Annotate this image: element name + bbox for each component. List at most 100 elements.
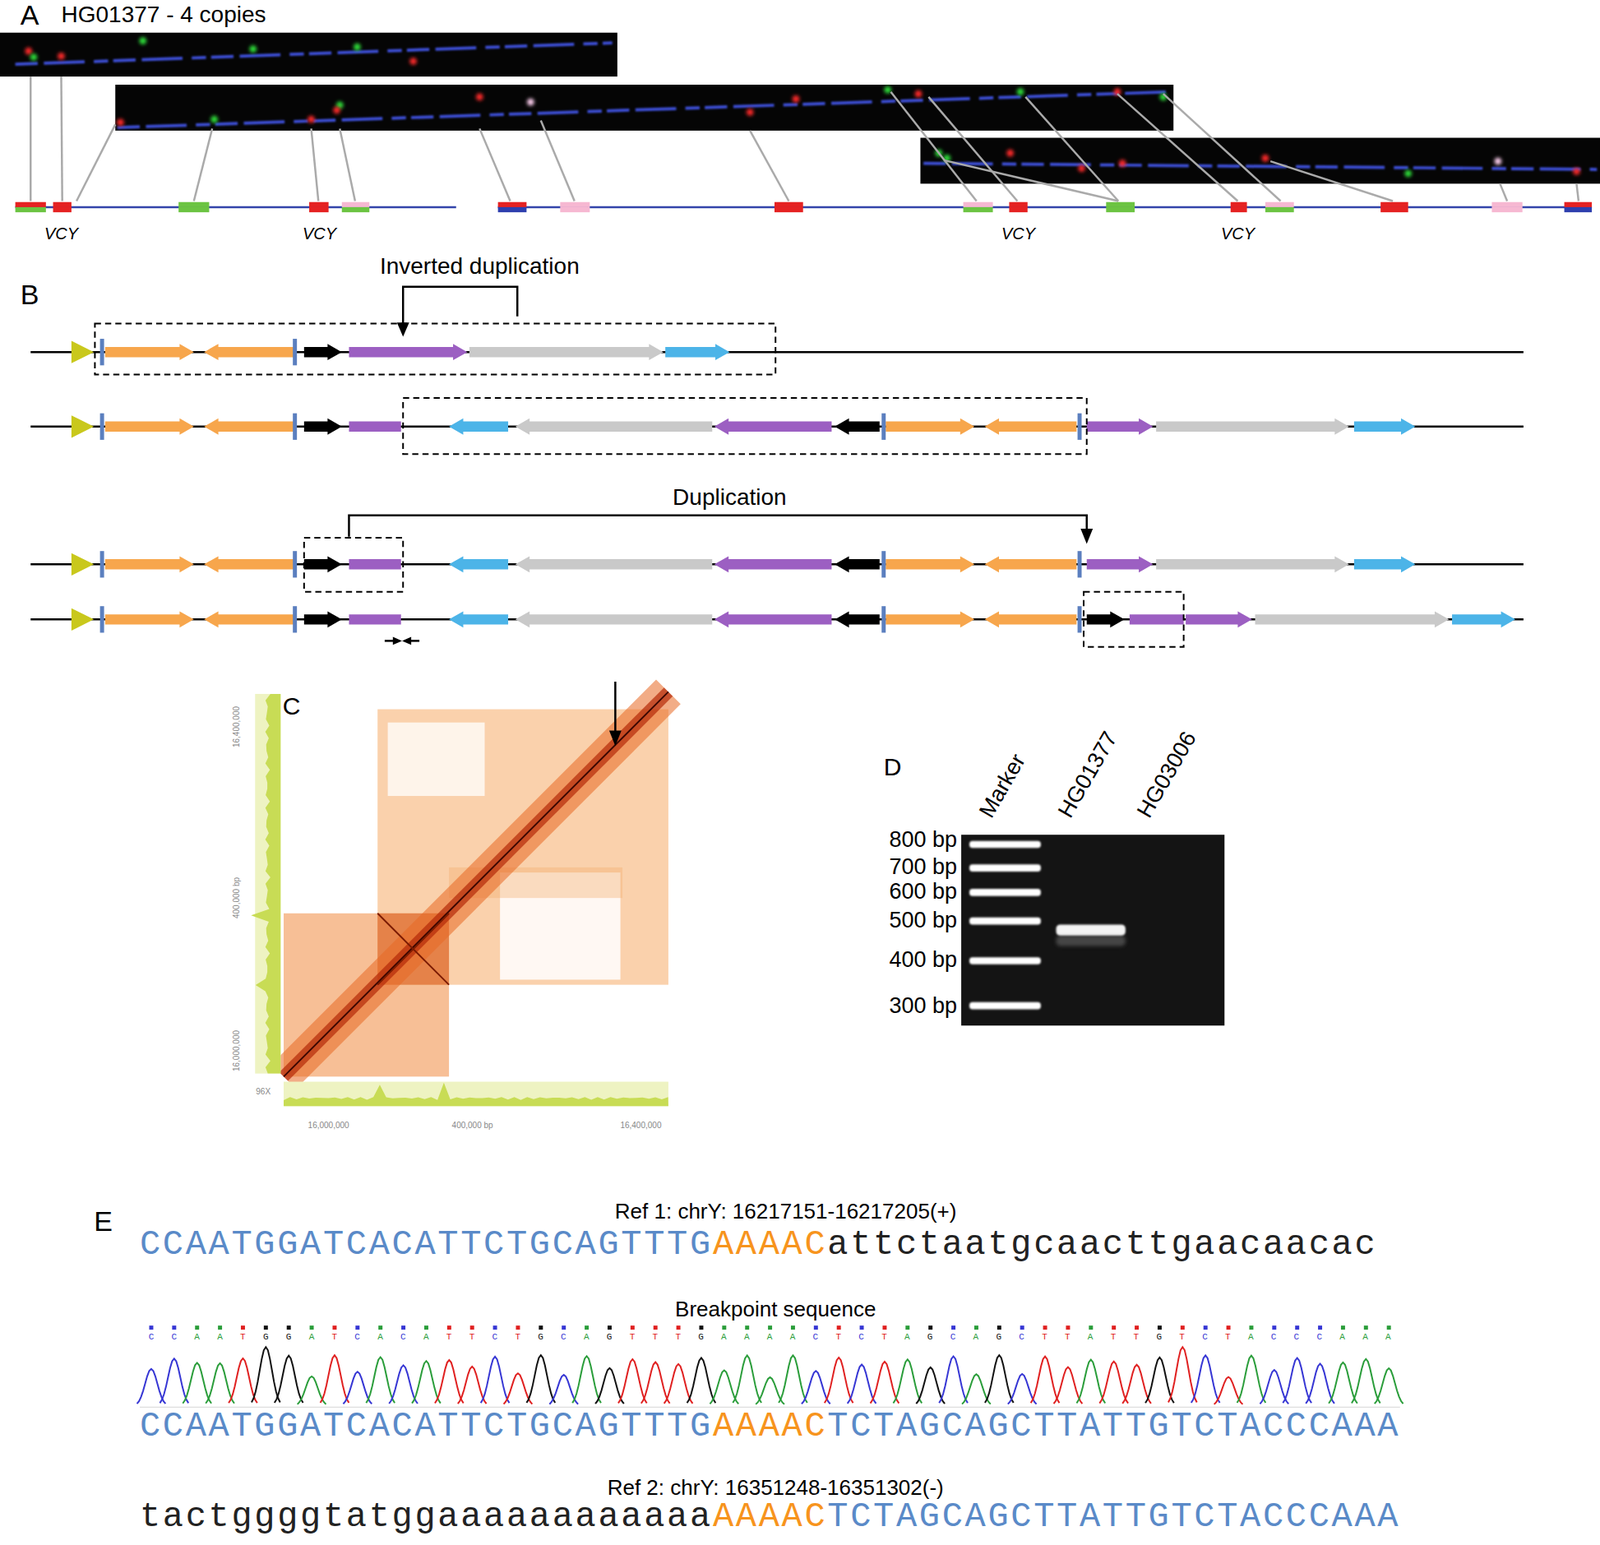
- probe-signal: [1404, 170, 1412, 178]
- label-text: 700 bp: [889, 855, 958, 879]
- basecall-letter: A: [1354, 1332, 1378, 1342]
- trace-peak: [618, 1359, 648, 1403]
- pointer-arrow: [609, 730, 622, 747]
- label-text: HG01377: [1054, 727, 1121, 822]
- basecall-letter: C: [1010, 1332, 1034, 1342]
- leader-line: [1117, 93, 1238, 201]
- probe-marker: [1265, 207, 1295, 213]
- basecall-letter: T: [1033, 1332, 1057, 1342]
- repeat-bar: [1077, 550, 1083, 578]
- hic-cross: [377, 913, 449, 985]
- basecall-letter: C: [1262, 1332, 1286, 1342]
- probe-signal: [353, 43, 361, 51]
- probe-marker: [963, 207, 994, 213]
- leader-line: [60, 76, 62, 201]
- probe-signal: [210, 115, 218, 124]
- segment-arrow: [105, 610, 195, 628]
- ladder-band: [969, 864, 1041, 872]
- repeat-bar: [292, 605, 297, 633]
- probe-signal: [57, 52, 65, 61]
- trace-peak: [572, 1355, 602, 1403]
- probe-signal: [1077, 164, 1086, 172]
- base-square: [401, 1325, 406, 1330]
- basecall-letter: T: [620, 1332, 644, 1342]
- ladder-band: [969, 917, 1041, 925]
- probe-signal: [138, 36, 147, 45]
- basecall-letter: T: [437, 1332, 461, 1342]
- repeat-bar: [881, 605, 886, 633]
- ladder-band: [969, 888, 1041, 897]
- segment-arrow: [714, 555, 833, 573]
- base-square: [515, 1325, 520, 1330]
- probe-marker: [1491, 207, 1522, 213]
- basecall-letter: C: [162, 1332, 186, 1342]
- probe-marker: [1105, 207, 1135, 213]
- bracket-head: [1080, 528, 1093, 545]
- label-text: 96X: [255, 1087, 271, 1096]
- band-smear: [1056, 935, 1126, 946]
- trace-peak: [320, 1354, 350, 1403]
- base-square: [538, 1325, 543, 1330]
- basecall-letter: G: [689, 1332, 713, 1342]
- probe-marker: [1380, 207, 1409, 213]
- base-square: [676, 1325, 681, 1330]
- basecall-letter: A: [208, 1332, 232, 1342]
- base-square: [721, 1325, 727, 1330]
- segment-arrow: [834, 418, 880, 435]
- segment-arrow: [1129, 614, 1184, 625]
- label-text: VCY: [44, 225, 79, 242]
- primer: [410, 639, 420, 642]
- leader-line: [749, 130, 789, 202]
- leader-line: [890, 92, 976, 202]
- ladder-band: [969, 841, 1041, 849]
- basecall-letter: A: [781, 1332, 805, 1342]
- base-square: [1180, 1325, 1185, 1330]
- base-square: [790, 1325, 796, 1330]
- repeat-bar: [100, 338, 105, 366]
- label-text: Ref 1: chrY: 16217151-16217205(+): [615, 1200, 958, 1222]
- base-square: [698, 1325, 703, 1330]
- base-square: [860, 1325, 865, 1330]
- probe-marker: [774, 202, 804, 208]
- leader-line: [541, 120, 575, 201]
- basecall-letter: G: [277, 1332, 301, 1342]
- basecall-letter: A: [300, 1332, 324, 1342]
- bracket: [402, 286, 518, 325]
- probe-signal: [527, 98, 535, 107]
- segment-arrow: [348, 343, 468, 361]
- segment-arrow: [304, 610, 343, 628]
- label-text: Duplication: [672, 485, 787, 509]
- trace-peak: [824, 1357, 854, 1403]
- dna-fiber: [15, 42, 613, 65]
- base-square: [217, 1325, 222, 1330]
- trace-peak: [480, 1356, 510, 1403]
- dashed-box: [94, 323, 776, 375]
- base-square: [263, 1325, 269, 1330]
- segment-arrow: [203, 343, 294, 361]
- base-square: [1111, 1325, 1116, 1330]
- segment-arrow: [984, 418, 1078, 435]
- base-square: [928, 1325, 933, 1330]
- base-square: [240, 1325, 246, 1330]
- base-square: [1294, 1325, 1300, 1330]
- label-text: C: [282, 693, 301, 719]
- basecall-letter: A: [895, 1332, 919, 1342]
- probe-marker: [1265, 202, 1295, 208]
- fiber-image: [115, 84, 1174, 131]
- basecall-letter: A: [1376, 1332, 1400, 1342]
- basecall-letter: C: [804, 1332, 828, 1342]
- base-square: [309, 1325, 315, 1330]
- base-square: [1364, 1325, 1369, 1330]
- basecall-letter: A: [712, 1332, 736, 1342]
- trace-peak: [595, 1368, 625, 1404]
- probe-signal: [915, 90, 923, 98]
- segment-arrow: [1156, 418, 1350, 435]
- leader-line: [1025, 97, 1119, 202]
- probe-marker: [342, 207, 370, 213]
- trace-peak: [251, 1346, 281, 1402]
- leader-line: [1163, 93, 1281, 201]
- trace-peak: [732, 1355, 762, 1404]
- segment-arrow: [515, 555, 713, 573]
- basecall-letter: G: [597, 1332, 621, 1342]
- trace-peak: [1122, 1364, 1152, 1404]
